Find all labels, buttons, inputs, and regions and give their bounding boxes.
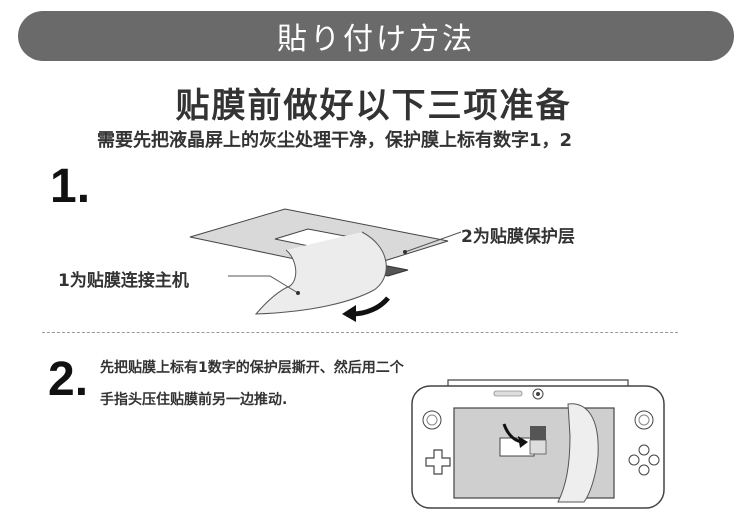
page-heading: 贴膜前做好以下三项准备 [175,86,572,126]
layer-2-label: 2为贴膜保护层 [461,227,575,247]
dpad-icon [425,449,451,475]
peel-direction-arrow [351,296,390,317]
label-2-leader [404,231,462,253]
banner-title: 貼り付け方法 [277,22,475,57]
peeling-film [557,403,599,503]
film-tab-2 [530,426,546,440]
face-button-icon [638,444,650,456]
title-banner: 貼り付け方法 [18,11,734,61]
step-2-instruction: 先把贴膜上标有1数字的保护层撕开、然后用二个手指头压住贴膜前另一边推动. [100,360,404,408]
label-1-leader [228,275,299,294]
peeled-layer [254,231,387,315]
subheading: 需要先把液晶屏上的灰尘处理干净，保护膜上标有数字1，2 [97,130,573,151]
step-1-number: 1. [50,160,91,213]
step-2-number: 2. [48,353,89,406]
section-divider [42,332,678,333]
layer-1-label: 1为贴膜连接主机 [58,271,189,291]
gamepad-illustration [411,379,665,509]
